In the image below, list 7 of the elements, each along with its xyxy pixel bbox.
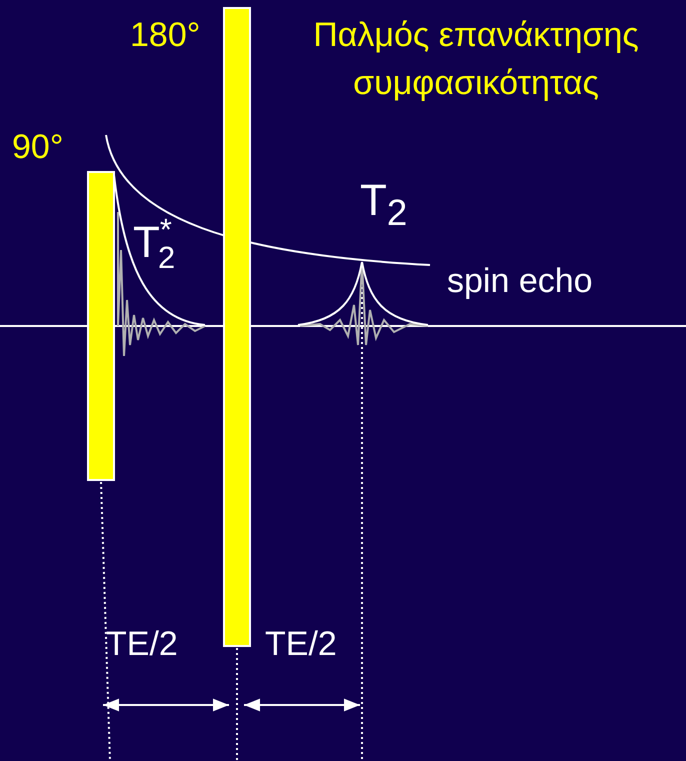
pulse-caption: Παλμός επανάκτησης συμφασικότητας	[312, 15, 640, 104]
pulse-angle-label: 90°	[12, 128, 64, 168]
interval-label: TE/2	[106, 625, 178, 664]
interval-label: TE/2	[265, 625, 337, 664]
t2-label: T$_{2}$	[360, 176, 408, 234]
spin-echo-label: spin echo	[447, 262, 593, 302]
pulse-angle-label: 180°	[130, 16, 200, 56]
